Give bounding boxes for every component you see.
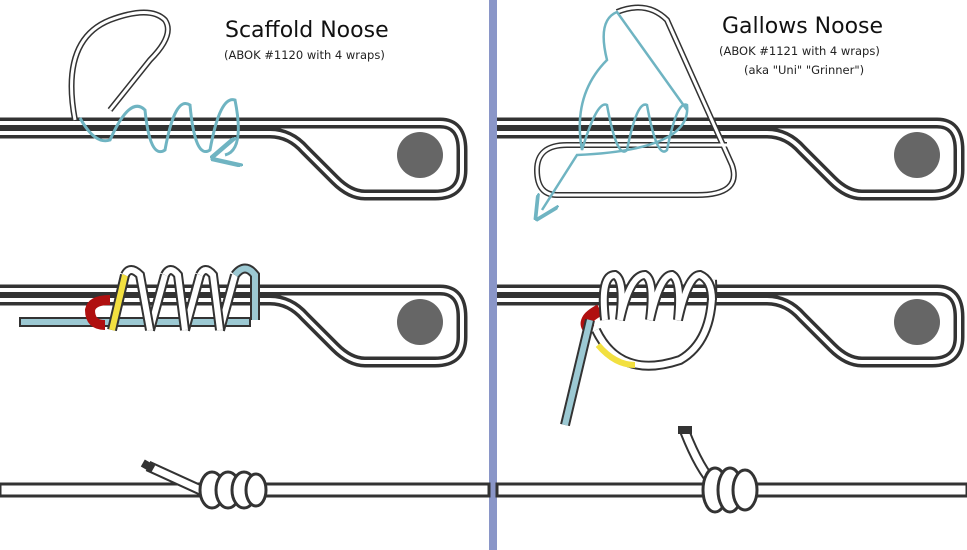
gallows-step-3 (495, 426, 967, 514)
panel-divider (489, 0, 497, 550)
working-line-arrow (542, 10, 689, 210)
scaffold-noose-subtitle: (ABOK #1120 with 4 wraps) (224, 48, 385, 62)
working-line-arrow (78, 98, 238, 155)
gallows-step-1 (497, 4, 959, 211)
scaffold-step-3 (0, 459, 491, 510)
scaffold-noose-title: Scaffold Noose (225, 18, 389, 43)
gallows-noose-title: Gallows Noose (722, 14, 884, 39)
gallows-step-2 (497, 290, 959, 362)
gallows-step-2-wraps (560, 269, 718, 427)
scaffold-step-2-wraps (19, 263, 260, 332)
scaffold-step-1 (0, 9, 462, 196)
gallows-noose-aka: (aka "Uni" "Grinner") (744, 63, 865, 77)
gallows-noose-subtitle: (ABOK #1121 with 4 wraps) (719, 44, 880, 58)
